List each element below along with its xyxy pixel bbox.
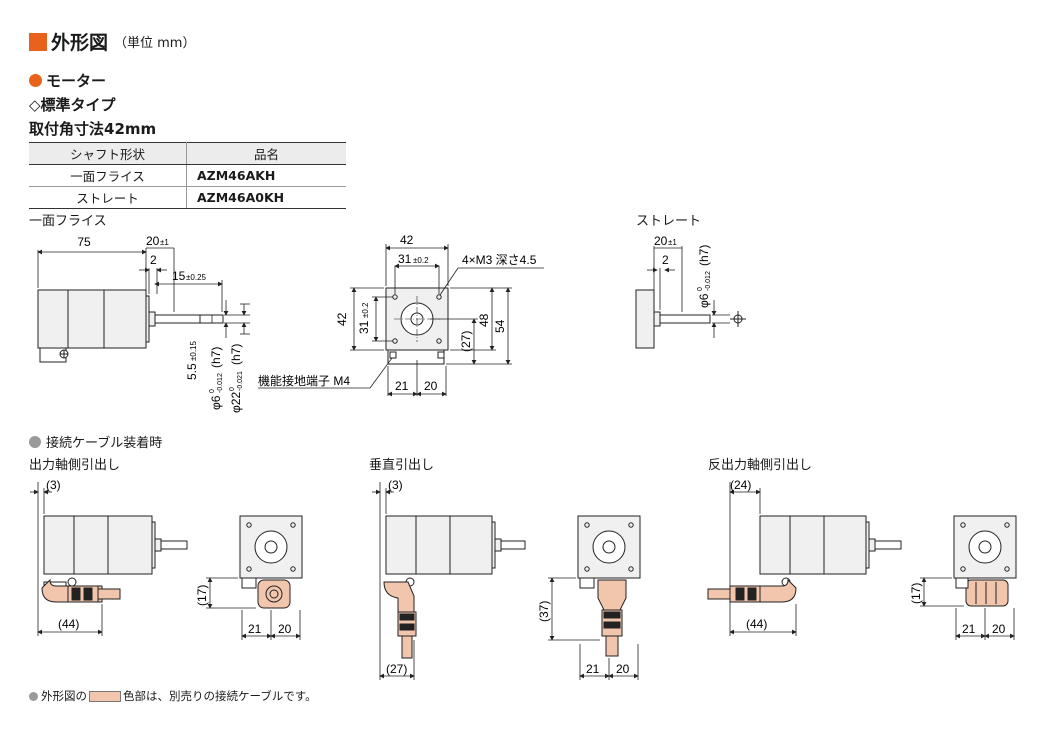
dim-phi6-straight-tol-upper: 0	[697, 287, 704, 291]
cable-opposite-label: 反出力軸側引出し	[708, 458, 813, 473]
spec-table: シャフト形状 品名 一面フライス AZM46AKH ストレート AZM46A0K…	[29, 142, 346, 209]
dim-20-straight: 20	[654, 234, 668, 248]
cable-color-swatch	[89, 690, 121, 702]
dim-20-front: 20	[424, 379, 438, 393]
dim-31-top: 31	[398, 252, 412, 266]
dim-phi6-straight: φ6	[697, 293, 711, 308]
dim-15-tol: ±0.25	[186, 273, 207, 282]
flat-view-label: 一面フライス	[29, 214, 107, 229]
cable-dim-20-output: 20	[278, 622, 292, 636]
dim-5-5-tol: ±0.15	[189, 340, 198, 361]
cable-dim-17-opposite: (17)	[909, 583, 923, 604]
dim-phi6-h7: (h7)	[209, 347, 223, 368]
mount-heading: 取付角寸法42mm	[29, 120, 157, 138]
orange-dot-icon	[29, 74, 42, 87]
table-row: ストレート AZM46A0KH	[29, 186, 346, 209]
dim-20-tol: ±1	[160, 238, 169, 247]
dim-20: 20	[146, 234, 160, 248]
cable-output-front-view	[239, 515, 303, 609]
motor-side-view-flat	[37, 289, 224, 363]
table-header-product: 品名	[186, 142, 346, 165]
callout-m3: 4×M3 深さ4.5	[462, 253, 537, 267]
dim-20-straight-tol: ±1	[668, 238, 677, 247]
dim-phi6-straight-h7: (h7)	[697, 245, 711, 266]
cable-dim-17-output: (17)	[195, 585, 209, 606]
table-cell-shaft: ストレート	[29, 186, 187, 209]
cable-output-side-view	[41, 515, 188, 603]
type-heading: ◇標準タイプ	[29, 96, 116, 114]
title-marker	[29, 32, 47, 51]
table-header-row: シャフト形状 品名	[29, 142, 346, 165]
dim-15: 15	[172, 269, 186, 283]
straight-view-label: ストレート	[636, 214, 702, 229]
dim-phi6-straight-tol-lower: -0.012	[705, 271, 712, 291]
cable-vertical-front-view	[577, 515, 641, 657]
table-row: 一面フライス AZM46AKH	[29, 164, 346, 187]
dim-phi6-tol-lower: -0.012	[217, 373, 224, 393]
motor-side-view-straight	[635, 289, 746, 349]
table-cell-product: AZM46A0KH	[186, 186, 346, 209]
cable-dim-44-output: (44)	[58, 617, 79, 631]
dim-2-straight: 2	[662, 253, 669, 267]
table-cell-product: AZM46AKH	[186, 164, 346, 187]
cable-dim-44-opposite: (44)	[746, 617, 767, 631]
dim-2: 2	[150, 253, 157, 267]
dim-75: 75	[77, 235, 91, 249]
cable-vertical-label: 垂直引出し	[369, 458, 435, 473]
dim-31-top-tol: ±0.2	[413, 256, 429, 265]
table-header-shaft: シャフト形状	[29, 142, 187, 165]
dim-phi22-tol-lower: -0.021	[237, 371, 244, 391]
gray-dot-icon	[29, 435, 41, 448]
dim-21-front: 21	[395, 379, 409, 393]
cable-dim-21-output: 21	[248, 622, 262, 636]
cable-dim-27-vertical: (27)	[386, 662, 407, 676]
dim-phi6: φ6	[209, 395, 223, 410]
cable-dim-21-opposite: 21	[962, 622, 976, 636]
cable-dim-20-vertical: 20	[616, 662, 630, 676]
dim-31-left: 31	[357, 320, 371, 334]
cable-vertical-side-view	[383, 515, 526, 659]
cable-dim-3-output: (3)	[46, 478, 61, 492]
footnote: 外形図の 色部は、別売りの接続ケーブルです。	[29, 688, 317, 704]
dim-42-top: 42	[400, 233, 414, 247]
cable-section-heading: 接続ケーブル装着時	[29, 432, 162, 451]
motor-front-view	[385, 287, 449, 365]
cable-output-label: 出力軸側引出し	[29, 458, 121, 473]
page-title: 外形図 （単位 mm）	[29, 28, 195, 55]
dim-phi22: φ22	[229, 392, 243, 413]
cable-opposite-side-view	[707, 515, 902, 603]
dim-27-paren: (27)	[459, 331, 473, 352]
dim-5-5: 5.5	[185, 363, 199, 380]
cable-dim-24-opposite: (24)	[730, 478, 751, 492]
ground-terminal-label: 機能接地端子 M4	[258, 373, 350, 388]
cable-dim-37-vertical: (37)	[537, 601, 551, 622]
dim-42-left: 42	[335, 312, 349, 326]
dim-phi22-h7: (h7)	[229, 344, 243, 365]
dim-31-left-tol: ±0.2	[361, 302, 370, 318]
title-unit: （単位 mm）	[114, 36, 196, 51]
cable-dim-20-opposite: 20	[992, 622, 1006, 636]
dim-54: 54	[493, 319, 507, 333]
cable-dim-21-vertical: 21	[586, 662, 600, 676]
title-text: 外形図	[51, 32, 109, 54]
dim-48: 48	[477, 313, 491, 327]
table-cell-shaft: 一面フライス	[29, 164, 187, 187]
dim-phi6-tol-upper: 0	[209, 389, 216, 393]
cable-dim-3-vertical: (3)	[388, 478, 403, 492]
gray-dot-icon	[29, 691, 38, 701]
cable-opposite-front-view	[953, 515, 1017, 607]
motor-heading: モーター	[29, 70, 106, 91]
dim-phi22-tol-upper: 0	[229, 387, 236, 391]
